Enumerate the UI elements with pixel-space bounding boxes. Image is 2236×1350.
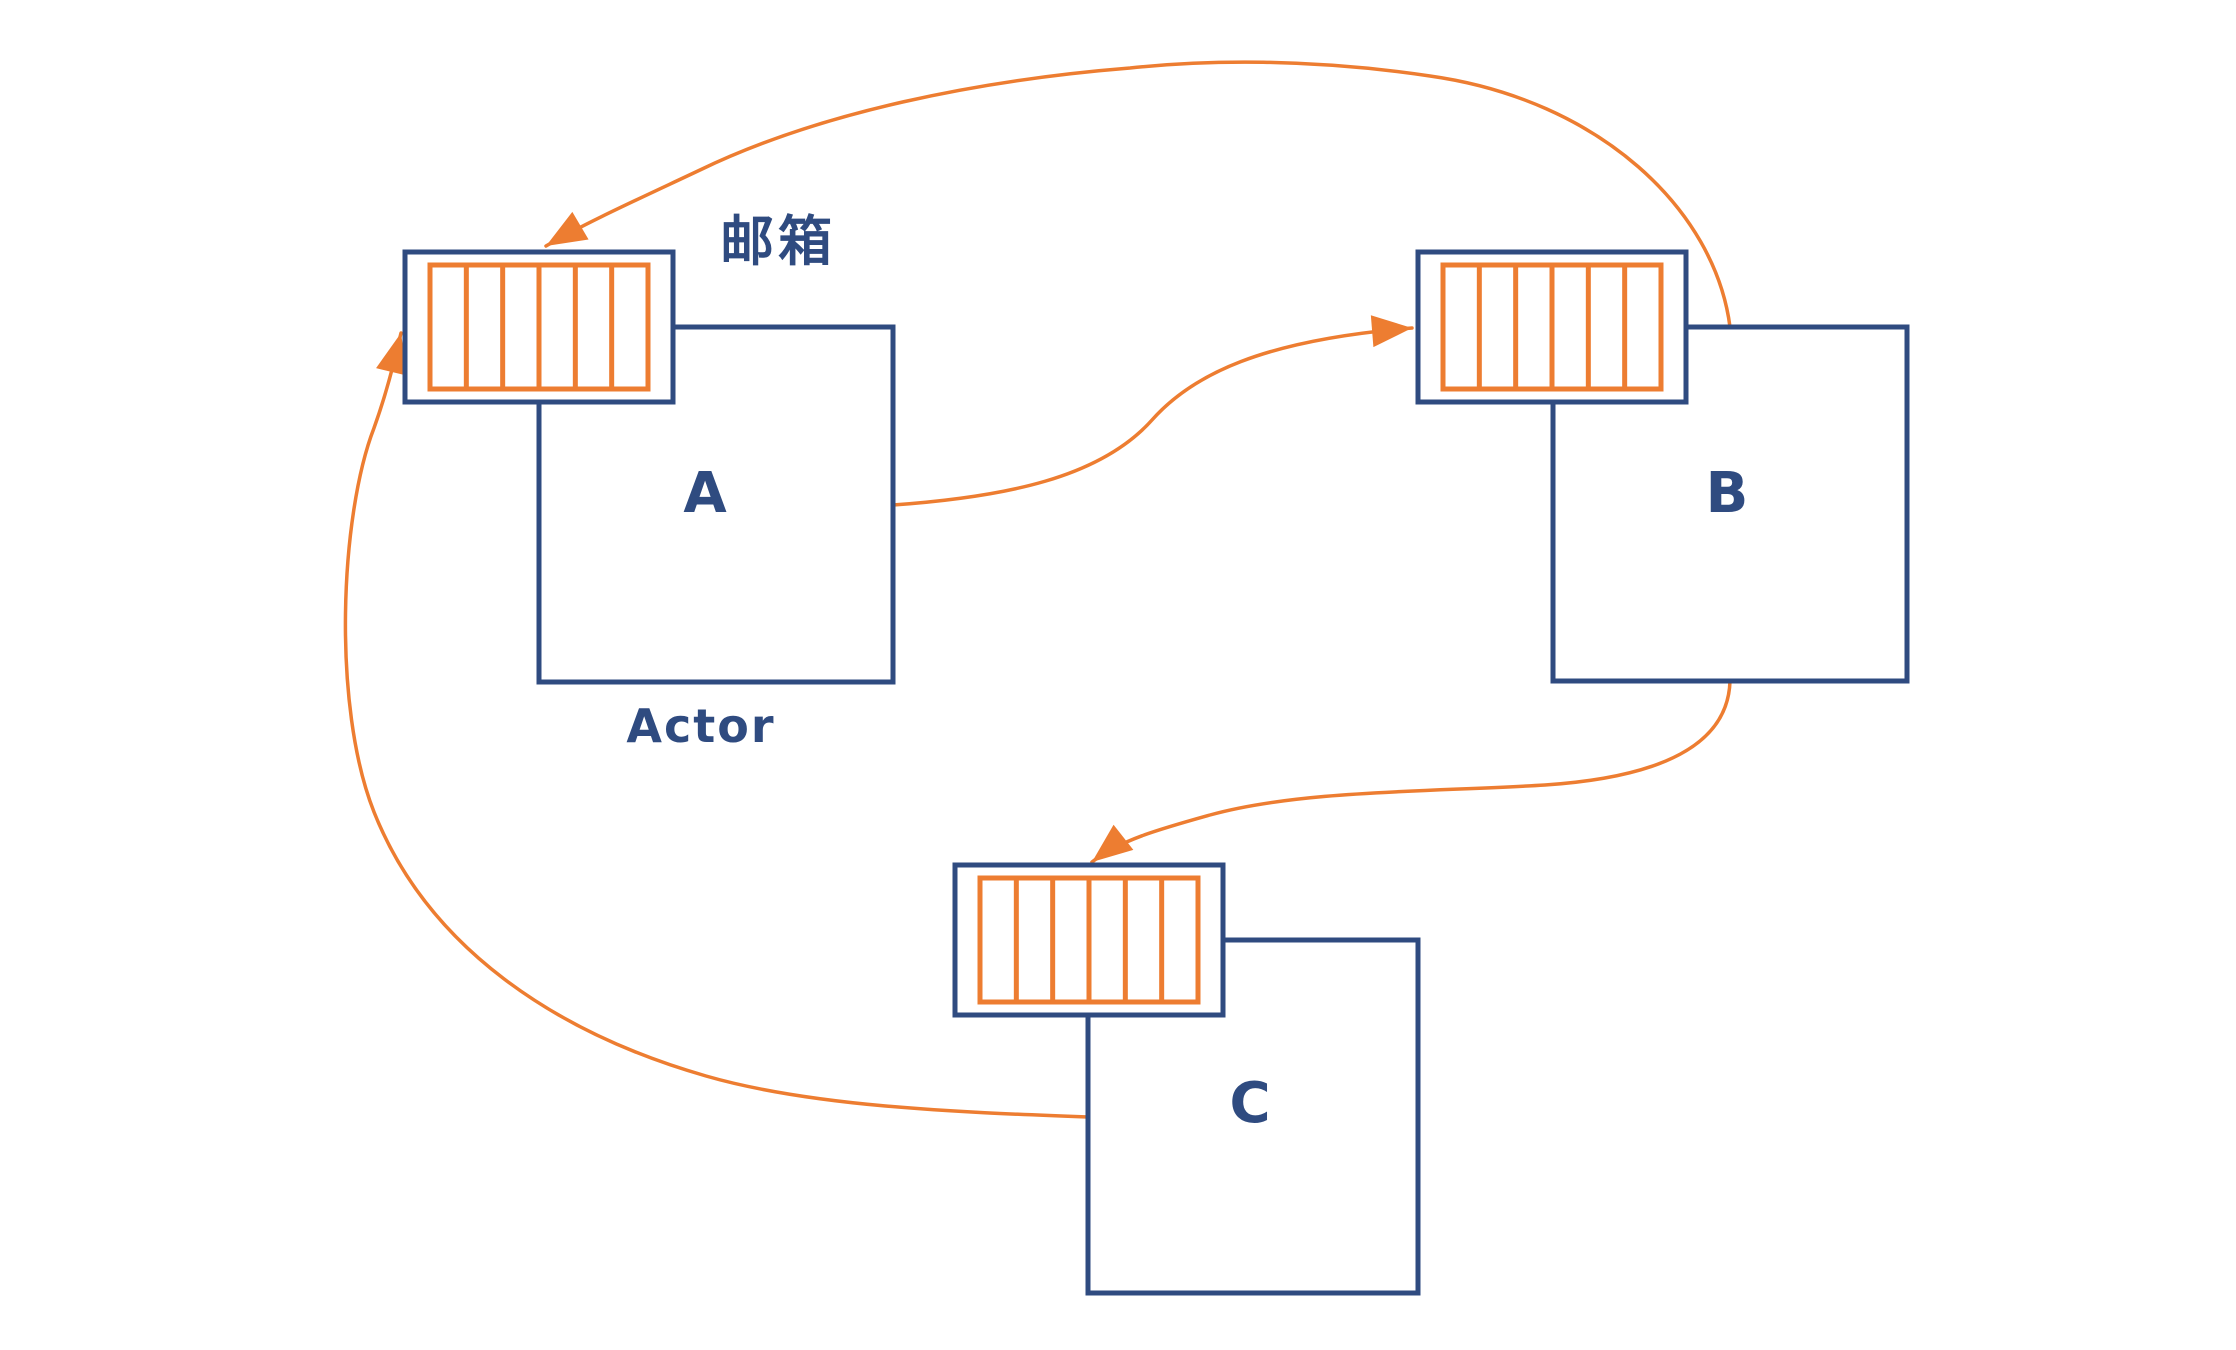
actor-c-label: C	[1229, 1071, 1270, 1136]
actor-b-label: B	[1706, 461, 1749, 526]
arrow-b-to-a-mailbox	[544, 60, 1732, 329]
actor-a: A	[402, 249, 896, 685]
mailbox-caption: 邮箱	[720, 210, 836, 273]
actor-a-label: A	[683, 461, 727, 526]
actor-caption: Actor	[626, 699, 775, 753]
actor-b-mailbox	[1415, 249, 1689, 405]
actor-c-mailbox	[952, 862, 1226, 1018]
actor-c: C	[952, 862, 1421, 1296]
actor-b-box	[1550, 324, 1910, 684]
arrow-b-to-c-mailbox	[1090, 679, 1732, 864]
actor-a-mailbox	[402, 249, 676, 405]
arrow-a-to-b-mailbox	[891, 315, 1414, 507]
actor-b: B	[1415, 249, 1910, 684]
arrow-c-to-a-mailbox	[343, 331, 1090, 1119]
